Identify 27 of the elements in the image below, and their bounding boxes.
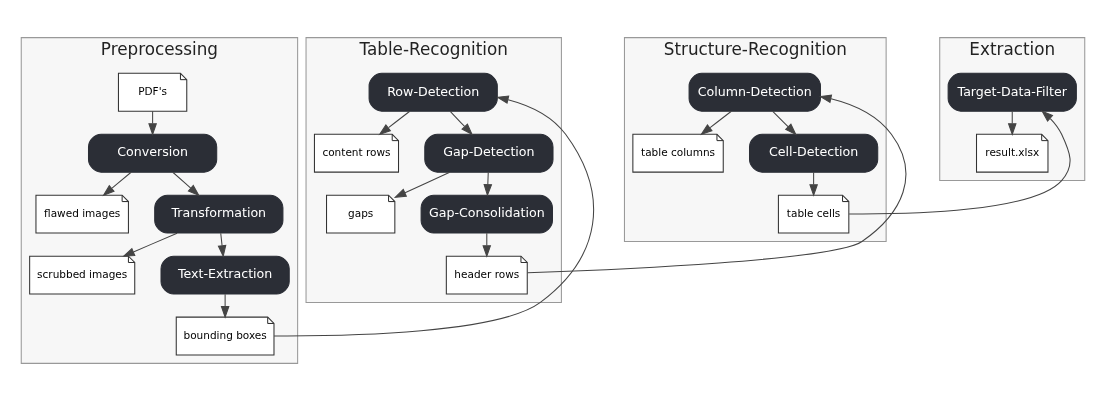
arrow xyxy=(172,171,200,197)
arrow xyxy=(122,232,178,257)
arrow xyxy=(700,110,732,136)
node-box: Column-Detection xyxy=(688,72,821,112)
arrow xyxy=(483,171,493,197)
arrow xyxy=(148,110,158,136)
node-box: Conversion xyxy=(87,133,218,173)
arrow xyxy=(378,110,411,136)
arrow xyxy=(102,171,132,197)
arrow xyxy=(393,171,451,198)
arrow xyxy=(482,232,492,258)
node-box: Row-Detection xyxy=(368,72,498,112)
arrow xyxy=(809,171,819,197)
node-box: Gap-Detection xyxy=(424,133,554,173)
node-box: Text-Extraction xyxy=(160,255,290,295)
node-box: Target-Data-Filter xyxy=(947,72,1077,112)
arrow xyxy=(527,94,907,274)
arrow xyxy=(449,110,474,136)
arrow xyxy=(1007,110,1017,136)
node-box: Transformation xyxy=(154,194,284,234)
arrow xyxy=(220,293,230,319)
node-box: Gap-Consolidation xyxy=(420,194,553,234)
arrow xyxy=(273,95,595,337)
arrow xyxy=(217,232,227,258)
arrow xyxy=(848,110,1071,215)
arrow xyxy=(772,110,797,136)
node-box: Cell-Detection xyxy=(749,133,879,173)
